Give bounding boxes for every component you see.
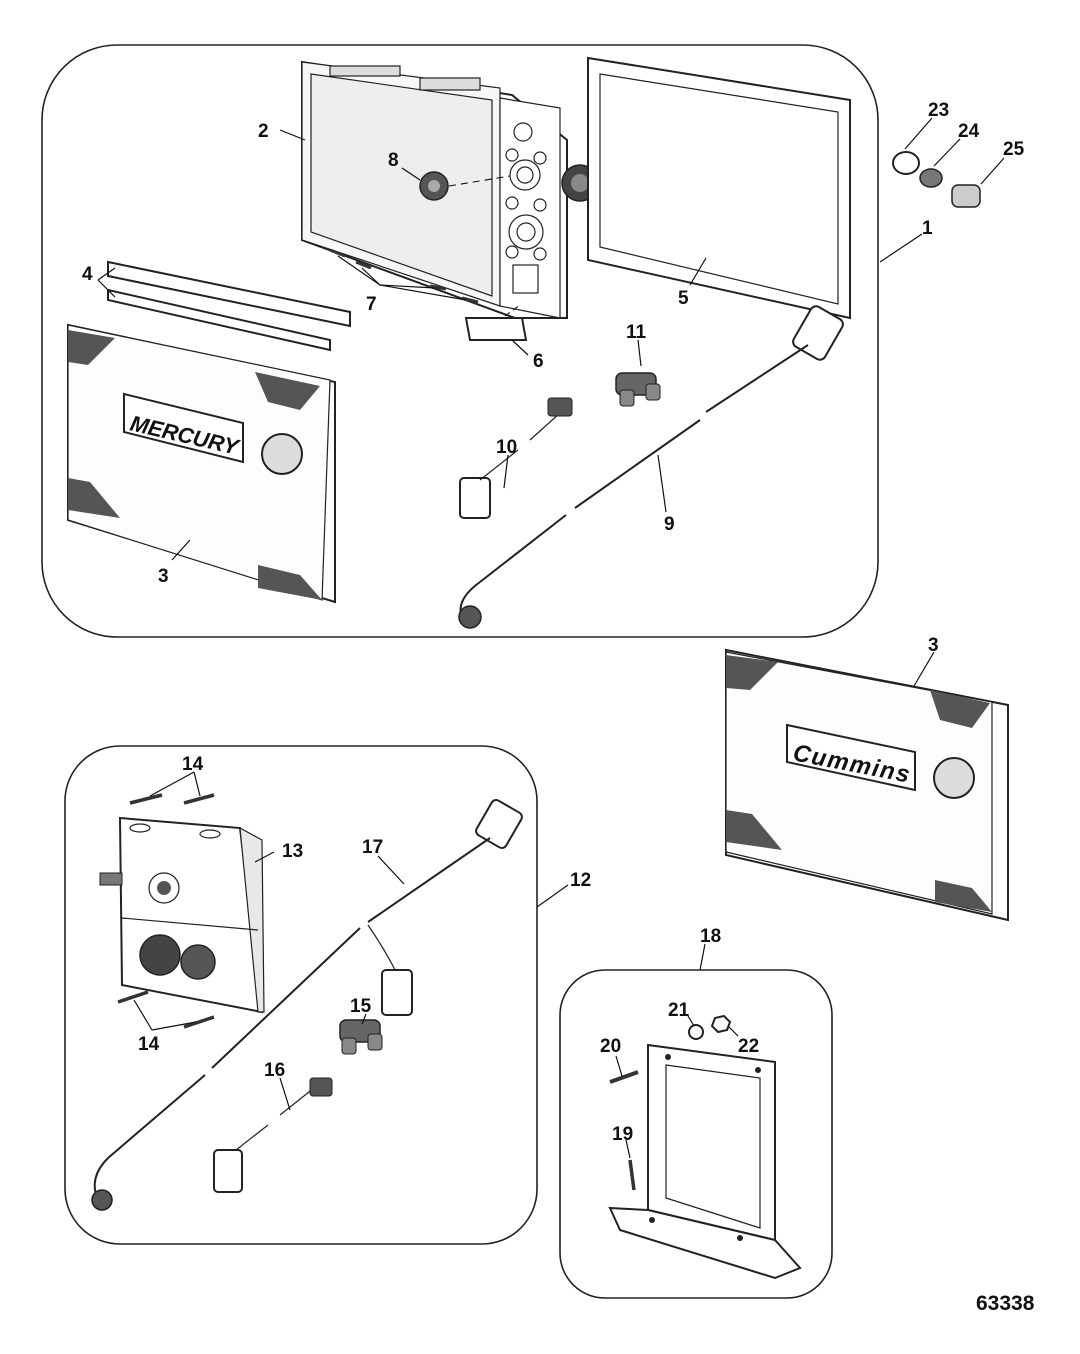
figure-number: 63338 — [976, 1292, 1035, 1315]
callout-17: 17 — [362, 837, 383, 858]
callout-5: 5 — [678, 288, 689, 309]
group-18-mount-bracket: 18 21 22 20 19 — [559, 926, 833, 1299]
callout-4: 4 — [82, 264, 93, 285]
screws-14 — [117, 793, 215, 1029]
callout-12: 12 — [570, 870, 591, 891]
pigtail-16 — [213, 1077, 333, 1193]
callout-14b: 14 — [138, 1034, 160, 1055]
callout-3b: 3 — [928, 635, 939, 656]
callout-13: 13 — [282, 841, 303, 862]
mercury-cover-3: MERCURY — [67, 323, 336, 604]
callout-23: 23 — [928, 100, 949, 121]
callout-7: 7 — [366, 294, 377, 315]
callout-16: 16 — [264, 1060, 285, 1081]
pigtail-10 — [459, 397, 573, 519]
callout-15: 15 — [350, 996, 372, 1017]
cable-9 — [458, 305, 844, 629]
rotary-knob — [419, 171, 511, 201]
callout-25: 25 — [1003, 139, 1025, 160]
cable-17 — [91, 799, 523, 1211]
trim-strip-4 — [107, 260, 351, 352]
callout-2: 2 — [258, 121, 269, 142]
group-12-junction-kit: 14 13 17 12 14 15 16 — [64, 745, 591, 1245]
callout-9: 9 — [664, 514, 675, 535]
callout-14a: 14 — [182, 754, 204, 775]
callout-11: 11 — [626, 322, 647, 343]
cummins-cover-3: Cummins 3 — [725, 635, 1009, 922]
bolt-20 — [609, 1070, 639, 1084]
washer-21 — [688, 1024, 704, 1040]
t-connector-15 — [339, 1019, 383, 1055]
callout-8: 8 — [388, 150, 399, 171]
callout-6: 6 — [533, 351, 544, 372]
callout-3a: 3 — [158, 566, 169, 587]
callout-20: 20 — [600, 1036, 621, 1057]
junction-plate-13 — [99, 816, 265, 1014]
callout-21: 21 — [668, 1000, 690, 1021]
callout-19: 19 — [612, 1124, 633, 1145]
callout-22: 22 — [738, 1036, 759, 1057]
clip-6 — [464, 317, 528, 341]
nut-22 — [710, 1014, 732, 1034]
callout-24: 24 — [958, 121, 980, 142]
callout-1: 1 — [922, 218, 933, 239]
callout-10: 10 — [496, 437, 517, 458]
gasket-5 — [587, 56, 851, 320]
screws-7 — [329, 248, 479, 304]
callout-18: 18 — [700, 926, 721, 947]
screw-19 — [628, 1159, 636, 1191]
t-connector-11 — [615, 372, 661, 407]
group-1-display-kit: MERCURY — [41, 44, 1025, 638]
fittings-23-25 — [892, 151, 981, 208]
